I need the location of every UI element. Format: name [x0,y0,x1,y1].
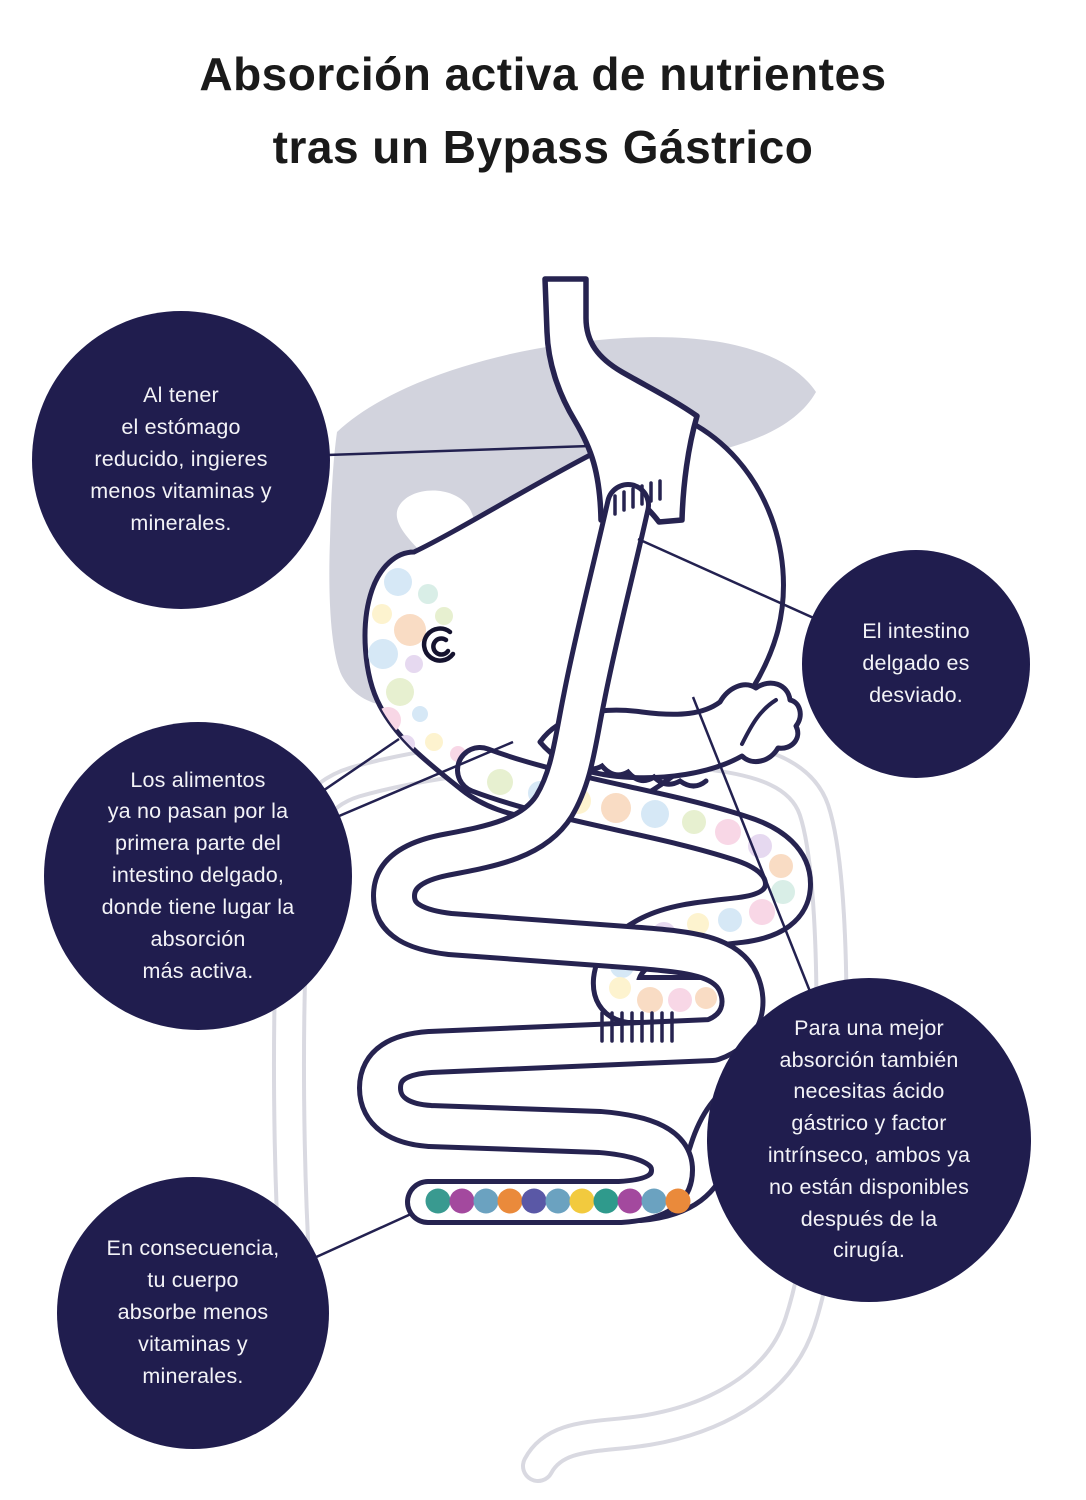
nutrient-dot [749,899,775,925]
nutrient-dot [425,1188,451,1214]
nutrient-dot [593,1188,619,1214]
nutrient-dot [449,1188,475,1214]
callout-food-path: Los alimentos ya no pasan por la primera… [44,722,352,1030]
nutrient-dot [641,1188,667,1214]
callout-acid-factor-text: Para una mejor absorción también necesit… [767,1015,971,1263]
nutrient-dot [473,1188,499,1214]
callout-food-path-text: Los alimentos ya no pasan por la primera… [101,767,295,983]
callout-reduced-stomach-text: Al tener el estómago reducido, ingieres … [90,383,272,535]
nutrient-dot [668,988,692,1012]
callout-reduced-stomach: Al tener el estómago reducido, ingieres … [32,311,330,609]
nutrient-dot [569,1188,595,1214]
nutrient-dot [405,655,423,673]
title-line-1: Absorción activa de nutrientes [199,48,887,100]
nutrient-dot [487,769,513,795]
nutrient-dot [609,977,631,999]
nutrient-dot [384,568,412,596]
nutrient-dot [545,1188,571,1214]
nutrient-dot [641,800,669,828]
nutrient-dot [435,607,453,625]
staple-line-jejunum [600,1011,674,1043]
gastric-pouch [542,276,700,525]
infographic-title: Absorción activa de nutrientes tras un B… [0,38,1086,184]
pylorus-spiral [421,626,456,663]
nutrient-dot [521,1188,547,1214]
absorption-band-dots [425,1188,691,1214]
nutrient-dot [695,987,717,1009]
callout-bypassed-intestine-text: El intestino delgado es desviado. [862,619,970,707]
nutrient-dot [425,733,443,751]
pancreas [537,680,803,789]
nutrient-dot [418,584,438,604]
nutrient-dot [771,880,795,904]
nutrient-dot [682,810,706,834]
nutrient-dot [769,854,793,878]
callout-acid-factor: Para una mejor absorción también necesit… [707,978,1031,1302]
nutrient-dot [601,793,631,823]
title-line-2: tras un Bypass Gástrico [272,121,814,173]
nutrient-dot [386,678,414,706]
nutrient-dot [368,639,398,669]
nutrient-dot [687,913,709,935]
nutrient-dot [715,819,741,845]
nutrient-dot [617,1188,643,1214]
nutrient-dot [665,1188,691,1214]
nutrient-dot [412,706,428,722]
callout-bypassed-intestine: El intestino delgado es desviado. [802,550,1030,778]
nutrient-dot [637,987,663,1013]
nutrient-dot [497,1188,523,1214]
nutrient-dot [372,604,392,624]
callout-consequence: En consecuencia, tu cuerpo absorbe menos… [57,1177,329,1449]
callout-consequence-text: En consecuencia, tu cuerpo absorbe menos… [106,1236,280,1388]
nutrient-dot [394,614,426,646]
staple-line-pouch [613,479,662,516]
nutrient-dot [718,908,742,932]
